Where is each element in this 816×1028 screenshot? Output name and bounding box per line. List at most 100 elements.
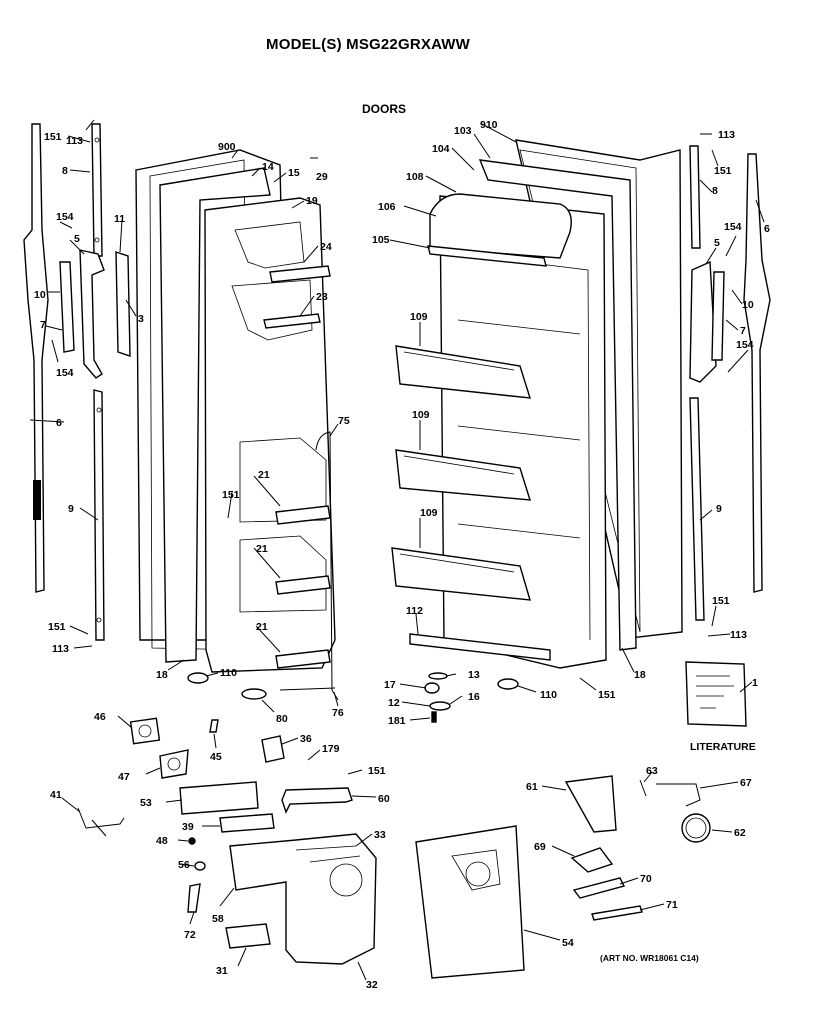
callout-75: 75 (338, 415, 350, 427)
literature-sheet-1 (685, 661, 747, 727)
right-lower-trim-9 (689, 397, 705, 621)
right-trim-strip-7 (711, 271, 725, 361)
freezer-door-bin-21-b (275, 575, 331, 595)
callout-39: 39 (182, 821, 194, 833)
section-title-doors: DOORS (362, 102, 407, 116)
callout-8: 8 (712, 185, 718, 197)
ice-chute-door-61 (564, 775, 617, 833)
callout-41: 41 (50, 789, 62, 801)
freezer-door-bin-21-c (275, 649, 331, 669)
dairy-door-106 (429, 193, 572, 259)
callout-21: 21 (258, 469, 270, 481)
door-bin-109-b (395, 449, 531, 501)
right-door-trim-strip-6 (743, 153, 771, 593)
art-number: (ART NO. WR18061 C14) (600, 953, 699, 963)
callout-151: 151 (712, 595, 730, 607)
left-handle-cap-11 (115, 251, 131, 357)
callout-53: 53 (140, 797, 152, 809)
callout-151: 151 (44, 131, 62, 143)
callout-58: 58 (212, 913, 224, 925)
callout-29: 29 (316, 171, 328, 183)
callout-72: 72 (184, 929, 196, 941)
gasket-62 (681, 813, 711, 843)
callout-181: 181 (388, 715, 406, 727)
left-handle-bracket-8 (91, 123, 103, 257)
right-handle-bracket-8 (689, 145, 701, 249)
callout-21: 21 (256, 621, 268, 633)
callout-106: 106 (378, 201, 396, 213)
callout-108: 108 (406, 171, 424, 183)
rod-71 (591, 905, 643, 921)
bracket-67 (656, 783, 701, 807)
freezer-door-bin-21-a (275, 505, 331, 525)
callout-16: 16 (468, 691, 480, 703)
housing-47 (159, 749, 189, 779)
freezer-door-shelf-24 (269, 265, 331, 283)
callout-110: 110 (220, 667, 237, 679)
callout-48: 48 (156, 835, 168, 847)
callout-14: 14 (262, 161, 274, 173)
callout-15: 15 (288, 167, 300, 179)
callout-60: 60 (378, 793, 390, 805)
callout-7: 7 (40, 319, 46, 331)
callout-151: 151 (368, 765, 386, 777)
callout-179: 179 (322, 743, 340, 755)
callout-46: 46 (94, 711, 106, 723)
callout-109: 109 (420, 507, 438, 519)
page-title: MODEL(S) MSG22GRXAWW (266, 36, 471, 53)
callout-labels: 151 113 8 154 5 11 10 3 7 154 6 9 151 11… (34, 119, 770, 991)
callout-80: 80 (276, 713, 288, 725)
right-handle-5 (689, 260, 717, 383)
callout-109: 109 (412, 409, 430, 421)
callout-105: 105 (372, 234, 390, 246)
callout-12: 12 (388, 697, 400, 709)
callout-18: 18 (156, 669, 168, 681)
callout-67: 67 (740, 777, 752, 789)
callout-36: 36 (300, 733, 312, 745)
hinge-cover-110-left (187, 672, 209, 684)
tube-76 (279, 687, 336, 691)
callout-151: 151 (598, 689, 616, 701)
callout-33: 33 (374, 829, 386, 841)
left-door-trim-strip-6 (23, 123, 49, 593)
callout-18: 18 (634, 669, 646, 681)
callout-154: 154 (56, 211, 74, 223)
callout-54: 54 (562, 937, 574, 949)
dairy-bracket-105 (427, 245, 547, 267)
grille-31 (225, 923, 271, 949)
callout-3: 3 (138, 313, 144, 325)
lever-41 (77, 807, 125, 837)
literature-label: LITERATURE (690, 741, 756, 753)
callout-69: 69 (534, 841, 546, 853)
callout-21: 21 (256, 543, 268, 555)
callout-109: 109 (410, 311, 428, 323)
callout-61: 61 (526, 781, 538, 793)
lever-70 (572, 877, 626, 899)
callout-154: 154 (724, 221, 742, 233)
clip-45 (209, 719, 219, 733)
spring-72 (187, 883, 201, 913)
callout-32: 32 (366, 979, 378, 991)
callout-1: 1 (752, 677, 758, 689)
callout-103: 103 (454, 125, 472, 137)
callout-9: 9 (68, 503, 74, 515)
left-handle-5 (79, 249, 105, 379)
screw-181 (431, 711, 437, 723)
callout-110: 110 (540, 689, 557, 701)
callout-5: 5 (74, 233, 80, 245)
screw-63 (639, 779, 647, 797)
callout-17: 17 (384, 679, 396, 691)
callout-112: 112 (406, 605, 423, 617)
callout-900: 900 (218, 141, 236, 153)
callout-6: 6 (764, 223, 770, 235)
callout-151: 151 (222, 489, 240, 501)
leader-lines (29, 119, 765, 981)
callout-56: 56 (178, 859, 190, 871)
callout-71: 71 (666, 899, 678, 911)
door-rail-112 (409, 633, 551, 661)
callout-10: 10 (742, 299, 754, 311)
callout-113: 113 (730, 629, 747, 641)
chute-cover-69 (570, 847, 614, 873)
callout-62: 62 (734, 827, 746, 839)
